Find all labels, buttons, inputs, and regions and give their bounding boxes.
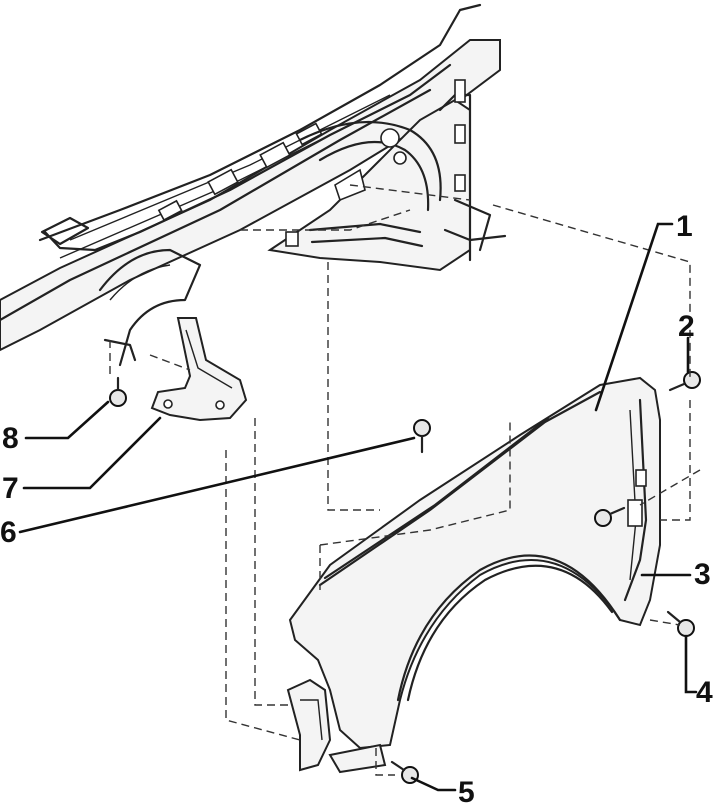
callout-7: 7 xyxy=(2,472,19,505)
front-bracket xyxy=(150,317,248,422)
leader-lines xyxy=(18,222,698,792)
bolt-lower-rear xyxy=(666,610,695,637)
inner-wheelhouse-panel xyxy=(267,79,507,272)
assembly-dash-lines xyxy=(109,184,701,776)
bolt-top-edge xyxy=(413,419,431,454)
callout-1: 1 xyxy=(676,210,693,243)
callout-2: 2 xyxy=(678,310,695,343)
callout-6: 6 xyxy=(0,516,17,549)
fender-panel xyxy=(286,376,661,774)
callout-8: 8 xyxy=(2,422,19,455)
callout-3: 3 xyxy=(694,558,711,591)
callout-labels: 1 2 3 4 5 6 7 8 xyxy=(0,210,713,809)
callout-5: 5 xyxy=(458,776,475,805)
rail-lower-support xyxy=(98,248,202,367)
callout-4: 4 xyxy=(696,676,713,709)
bolt-bracket xyxy=(109,376,127,407)
bolt-upper-rear xyxy=(668,371,701,392)
bolt-mid-rear xyxy=(594,506,626,527)
